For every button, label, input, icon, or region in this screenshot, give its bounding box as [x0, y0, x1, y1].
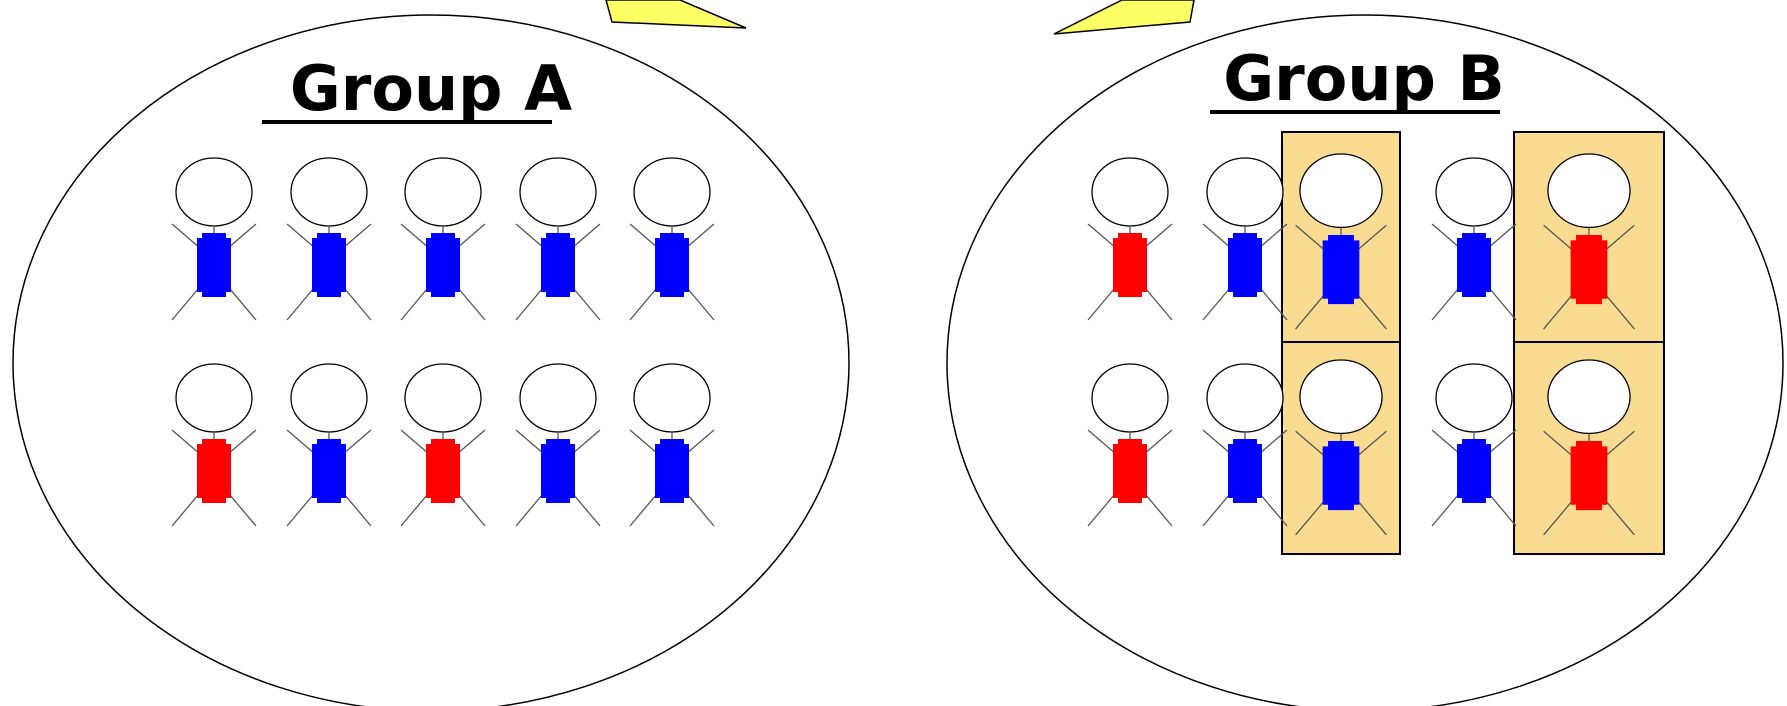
- figure-body: [1322, 446, 1360, 505]
- figure-head: [290, 363, 368, 433]
- figure-head: [404, 157, 482, 227]
- group-a-figure-r1-c2: [286, 157, 372, 321]
- group-b-figure-r1-c4: [1431, 157, 1517, 321]
- figure-head: [519, 157, 597, 227]
- figure-body: [1457, 238, 1491, 292]
- figure-body: [197, 238, 231, 292]
- group-b-title: Group B: [1223, 42, 1504, 115]
- figure-body: [655, 444, 689, 498]
- figure-head: [519, 363, 597, 433]
- group-b-figure-r2-c3: [1295, 359, 1387, 536]
- group-b-figure-r2-c5: [1543, 359, 1635, 536]
- group-a-figure-r2-c4: [515, 363, 601, 527]
- figure-head: [1091, 157, 1169, 227]
- group-b-figure-r1-c5: [1543, 153, 1635, 330]
- group-b-figure-r2-c4: [1431, 363, 1517, 527]
- figure-body: [541, 444, 575, 498]
- figure-body: [426, 238, 460, 292]
- figure-body: [1113, 238, 1147, 292]
- figure-body: [1457, 444, 1491, 498]
- group-a-figure-r1-c3: [400, 157, 486, 321]
- figure-head: [1299, 359, 1383, 435]
- figure-head: [1547, 153, 1631, 229]
- group-a-figure-r2-c2: [286, 363, 372, 527]
- group-a: Group A: [12, 14, 850, 706]
- figure-head: [175, 157, 253, 227]
- figure-head: [1435, 157, 1513, 227]
- figure-head: [1206, 157, 1284, 227]
- group-b-figure-r2-c1: [1087, 363, 1173, 527]
- group-b: Group B: [946, 14, 1784, 706]
- group-b-figure-r1-c2: [1202, 157, 1288, 321]
- callout-pointer-left: [605, 0, 747, 29]
- figure-body: [1570, 446, 1608, 505]
- figure-head: [404, 363, 482, 433]
- group-a-figure-r2-c3: [400, 363, 486, 527]
- figure-head: [1206, 363, 1284, 433]
- figure-head: [1091, 363, 1169, 433]
- figure-body: [1228, 444, 1262, 498]
- group-b-figure-r1-c3: [1295, 153, 1387, 330]
- figure-body: [541, 238, 575, 292]
- figure-body: [1113, 444, 1147, 498]
- group-b-figure-r1-c1: [1087, 157, 1173, 321]
- group-a-figure-r1-c1: [171, 157, 257, 321]
- figure-head: [1547, 359, 1631, 435]
- figure-body: [1570, 240, 1608, 299]
- figure-body: [312, 238, 346, 292]
- figure-body: [312, 444, 346, 498]
- group-a-figures: [171, 157, 715, 527]
- figure-head: [290, 157, 368, 227]
- group-a-figure-r2-c5: [629, 363, 715, 527]
- group-a-figure-r1-c4: [515, 157, 601, 321]
- figure-head: [1435, 363, 1513, 433]
- figure-body: [1228, 238, 1262, 292]
- figure-body: [426, 444, 460, 498]
- figure-body: [655, 238, 689, 292]
- group-a-figure-r1-c5: [629, 157, 715, 321]
- figure-head: [1299, 153, 1383, 229]
- group-a-figure-r2-c1: [171, 363, 257, 527]
- figure-body: [197, 444, 231, 498]
- figure-head: [175, 363, 253, 433]
- figure-body: [1322, 240, 1360, 299]
- group-b-figures: [1087, 153, 1635, 536]
- callout-pointer-right: [1053, 0, 1195, 35]
- group-b-figure-r2-c2: [1202, 363, 1288, 527]
- figure-head: [633, 157, 711, 227]
- group-a-title: Group A: [290, 52, 572, 125]
- figure-head: [633, 363, 711, 433]
